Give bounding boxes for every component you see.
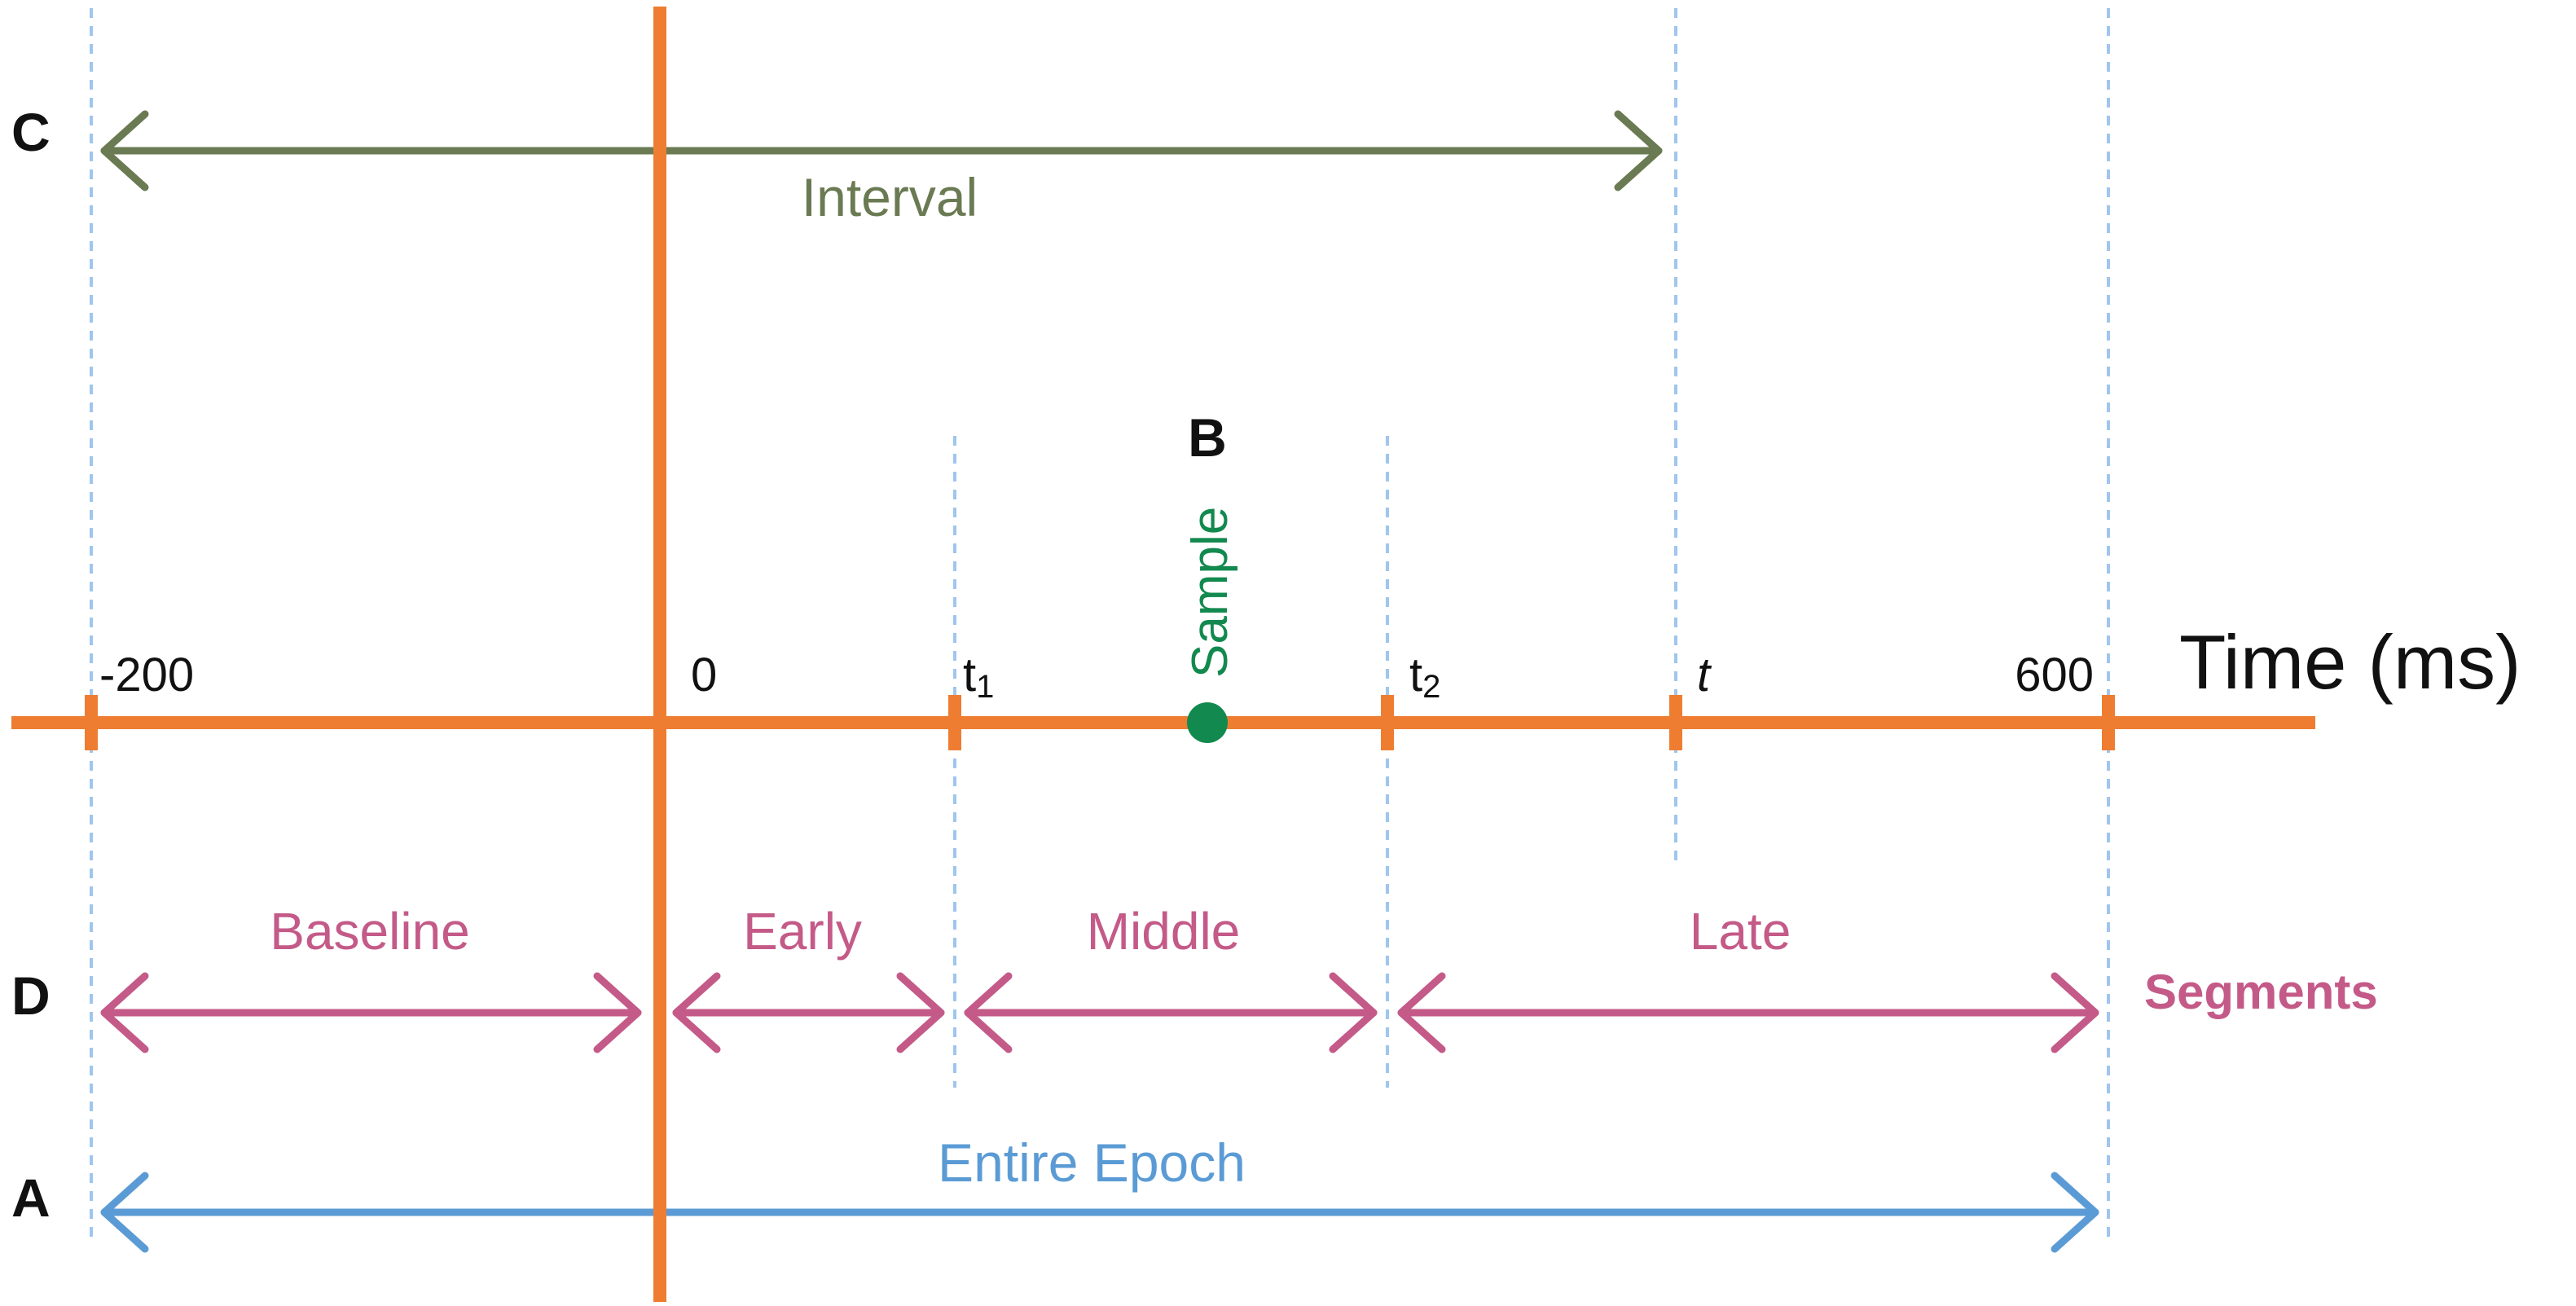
axis-ticks: [85, 695, 2115, 750]
guide-lines: [90, 8, 2110, 1238]
tick-label-start: -200: [99, 649, 194, 701]
epoch-arrow: [100, 1172, 2099, 1253]
segment-label-late: Late: [1690, 902, 1791, 961]
panel-labels: C B D A: [11, 102, 1227, 1228]
axis-title: Time (ms): [2179, 619, 2521, 705]
sample-point: [1187, 702, 1228, 743]
segment-label-middle: Middle: [1087, 902, 1241, 961]
panel-label-c: C: [11, 102, 51, 162]
tick-label-t2: t2: [1409, 649, 1440, 705]
baseline-arrow: [100, 972, 642, 1053]
tick-label-zero: 0: [691, 649, 717, 701]
interval-arrow: [100, 110, 1663, 191]
epoch-label: Entire Epoch: [938, 1132, 1246, 1193]
tick-labels: -200 0 t1 t2 t 600: [99, 649, 2094, 705]
segment-label-baseline: Baseline: [270, 902, 470, 961]
segment-label-early: Early: [743, 902, 862, 961]
panel-label-d: D: [11, 965, 51, 1026]
middle-arrow: [964, 972, 1378, 1053]
tick-label-t1: t1: [963, 649, 994, 705]
tick-label-t: t: [1697, 649, 1712, 701]
segments-title: Segments: [2144, 965, 2378, 1019]
sample-label: Sample: [1182, 507, 1238, 678]
tick-label-end: 600: [2015, 649, 2094, 701]
early-arrow: [672, 972, 945, 1053]
segment-arrows: [100, 972, 2099, 1053]
segment-labels: Baseline Early Middle Late: [270, 902, 1791, 961]
panel-label-a: A: [11, 1167, 51, 1228]
time-axis: [11, 7, 2315, 1302]
panel-label-b: B: [1188, 407, 1227, 468]
interval-label: Interval: [802, 167, 978, 227]
late-arrow: [1397, 972, 2099, 1053]
